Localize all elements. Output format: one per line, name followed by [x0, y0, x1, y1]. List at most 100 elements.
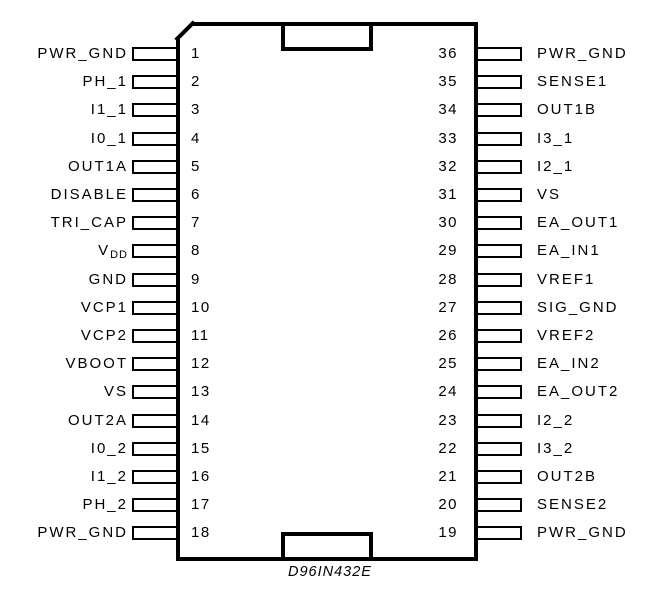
pin-35-lead — [476, 75, 522, 90]
pin-29-label: EA_IN1 — [537, 242, 601, 260]
pin-33-label: I3_1 — [537, 129, 575, 147]
pin-10-number: 10 — [191, 298, 211, 316]
pin-17-number: 17 — [191, 496, 211, 514]
pin-25-label: EA_IN2 — [537, 355, 601, 373]
pin-22-label: I3_2 — [537, 439, 575, 457]
pin-18-lead — [132, 526, 178, 541]
pin-8-label: VDD — [0, 241, 128, 261]
pin-29-lead — [476, 244, 522, 259]
pin-26-number: 26 — [438, 327, 458, 344]
pin-14-lead — [132, 413, 178, 428]
pin-25-lead — [476, 357, 522, 372]
pin-7-label: TRI_CAP — [50, 214, 128, 232]
pin-14-label: OUT2A — [67, 411, 128, 429]
pin-16-lead — [132, 470, 178, 484]
pin-28-lead — [476, 272, 522, 287]
pin-23-lead — [476, 413, 522, 428]
pin-label-main: V — [98, 242, 111, 260]
pin-13-label: VS — [103, 383, 128, 401]
pin-11-number: 11 — [191, 327, 210, 344]
pin-2-lead — [132, 75, 178, 90]
pin-31-label: VS — [537, 186, 562, 203]
pin-32-lead — [476, 159, 522, 174]
pin-6-label: DISABLE — [50, 186, 128, 203]
pin-11-lead — [132, 329, 178, 343]
pin-17-lead — [132, 498, 178, 513]
pin-28-number: 28 — [438, 270, 458, 288]
chip-body — [174, 20, 478, 561]
pin-8-lead — [132, 244, 178, 259]
pin-20-label: SENSE2 — [537, 496, 609, 514]
pin-5-label: OUT1A — [67, 157, 128, 175]
pin-label-subscript: DD — [110, 249, 128, 262]
pin-26-label: VREF2 — [537, 327, 596, 344]
pin-30-lead — [476, 216, 522, 231]
pin-15-lead — [132, 441, 178, 456]
pin-12-label: VBOOT — [65, 355, 128, 373]
pin-7-lead — [132, 216, 178, 231]
pin-2-label: PH_1 — [82, 73, 128, 91]
pin-27-number: 27 — [438, 298, 458, 316]
pin-29-number: 29 — [438, 242, 458, 260]
pin-28-label: VREF1 — [537, 270, 596, 288]
pin-3-lead — [132, 103, 178, 118]
pin-24-lead — [476, 385, 522, 400]
pin-2-number: 2 — [191, 73, 201, 91]
pin-3-number: 3 — [191, 101, 201, 119]
index-notch-top — [281, 26, 373, 51]
pin-3-label: I1_1 — [90, 101, 128, 119]
pin-26-lead — [476, 329, 522, 343]
pin-5-lead — [132, 159, 178, 174]
pin-23-number: 23 — [438, 411, 458, 429]
pin-25-number: 25 — [438, 355, 458, 373]
pin-9-label: GND — [88, 270, 128, 288]
pin-9-number: 9 — [191, 270, 201, 288]
pin-19-lead — [476, 526, 522, 541]
pin-12-lead — [132, 357, 178, 372]
pin-5-number: 5 — [191, 157, 201, 175]
pin-7-number: 7 — [191, 214, 201, 232]
pin-9-lead — [132, 272, 178, 287]
pin-21-number: 21 — [438, 468, 458, 485]
pin-17-label: PH_2 — [82, 496, 128, 514]
pin-20-number: 20 — [438, 496, 458, 514]
index-notch-bottom — [281, 532, 373, 557]
pin-21-lead — [476, 470, 522, 484]
pin-22-lead — [476, 441, 522, 456]
pin-8-number: 8 — [191, 242, 201, 260]
pin-27-label: SIG_GND — [537, 298, 619, 316]
pin-36-lead — [476, 47, 522, 61]
pin-35-label: SENSE1 — [537, 73, 609, 91]
pin-23-label: I2_2 — [537, 411, 575, 429]
pin-13-number: 13 — [191, 383, 211, 401]
pin-21-label: OUT2B — [537, 468, 598, 485]
pin-33-lead — [476, 131, 522, 146]
pin-33-number: 33 — [438, 129, 458, 147]
pin-18-number: 18 — [191, 524, 211, 542]
pin-19-label: PWR_GND — [537, 524, 628, 542]
pin-35-number: 35 — [438, 73, 458, 91]
pin-1-number: 1 — [191, 45, 201, 62]
pin-30-number: 30 — [438, 214, 458, 232]
pin-1-lead — [132, 47, 178, 61]
pin-30-label: EA_OUT1 — [537, 214, 620, 232]
pin-4-lead — [132, 131, 178, 146]
pin-6-lead — [132, 188, 178, 202]
pin-6-number: 6 — [191, 186, 201, 203]
pin-16-label: I1_2 — [90, 468, 128, 485]
pin-36-label: PWR_GND — [537, 45, 628, 62]
pin-24-label: EA_OUT2 — [537, 383, 620, 401]
pin-20-lead — [476, 498, 522, 513]
pin-27-lead — [476, 300, 522, 315]
pin-14-number: 14 — [191, 411, 211, 429]
pin-11-label: VCP2 — [80, 327, 128, 344]
pin-31-number: 31 — [438, 186, 458, 203]
pin-34-number: 34 — [438, 101, 458, 119]
pin-15-number: 15 — [191, 439, 211, 457]
pin-10-lead — [132, 300, 178, 315]
pin-32-label: I2_1 — [537, 157, 575, 175]
pin-1-label: PWR_GND — [37, 45, 128, 62]
pin-10-label: VCP1 — [80, 298, 128, 316]
pin-12-number: 12 — [191, 355, 211, 373]
